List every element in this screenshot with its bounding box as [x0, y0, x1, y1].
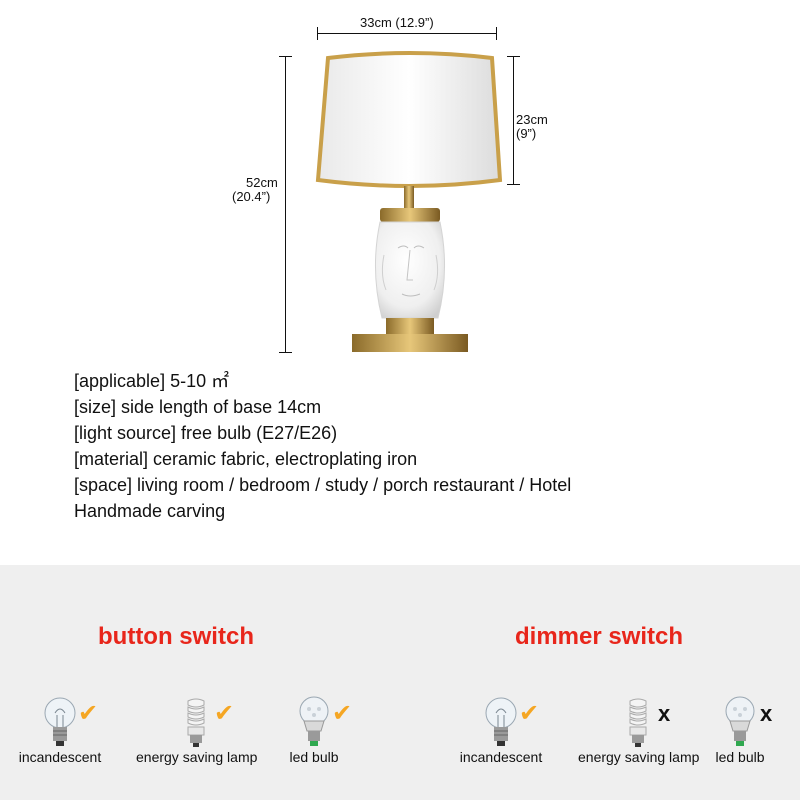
bulb-label-energy-saving: energy saving lamp [136, 749, 258, 765]
button-incandescent-item: ✔ incandescent [0, 685, 120, 765]
spec-space: [space] living room / bedroom / study / … [74, 475, 572, 495]
dimmer-led-item: x led bulb [680, 685, 800, 765]
button-led-item: ✔ led bulb [254, 685, 374, 765]
led-bulb-icon [299, 696, 329, 746]
width-dimension-line [318, 33, 496, 34]
unsupported-cross-icon: x [760, 701, 773, 726]
width-dimension-tick-left [317, 27, 318, 40]
dimmer-switch-title: dimmer switch [515, 623, 684, 650]
dimmer-energy-saving-item: x energy saving lamp [578, 685, 700, 765]
bulb-label-led: led bulb [715, 749, 765, 765]
supported-check-icon: ✔ [519, 700, 540, 727]
bulb-label-incandescent: incandescent [18, 749, 102, 765]
led-bulb-icon [725, 696, 755, 746]
incandescent-bulb-icon [44, 697, 76, 746]
shade-height-tick-top [507, 56, 520, 57]
dimmer-incandescent-item: ✔ incandescent [441, 685, 561, 765]
spec-list: [applicable] 5-10 ㎡ [size] side length o… [74, 368, 571, 524]
button-energy-saving-item: ✔ energy saving lamp [136, 685, 258, 765]
cfl-bulb-icon [629, 698, 647, 747]
shade-height-tick-bottom [507, 184, 520, 185]
spec-size: [size] side length of base 14cm [74, 397, 322, 417]
spec-light-source: [light source] free bulb (E27/E26) [74, 423, 338, 443]
shade-height-label-cm: 23cm [516, 112, 548, 127]
bulb-label-energy-saving: energy saving lamp [578, 749, 700, 765]
unsupported-cross-icon: x [658, 701, 671, 726]
width-dimension-tick-right [496, 27, 497, 40]
total-height-dimension-line [285, 56, 286, 352]
shade-height-label-in: (9”) [516, 126, 537, 141]
total-height-tick-bottom [279, 352, 292, 353]
width-dimension-label: 33cm (12.9”) [360, 15, 434, 30]
incandescent-bulb-icon [485, 697, 517, 746]
total-height-tick-top [279, 56, 292, 57]
supported-check-icon: ✔ [214, 700, 235, 727]
button-switch-title: button switch [98, 623, 254, 650]
spec-material: [material] ceramic fabric, electroplatin… [74, 449, 418, 469]
spec-handmade: Handmade carving [74, 501, 226, 521]
spec-applicable: [applicable] 5-10 ㎡ [74, 371, 230, 391]
shade-height-dimension-line [513, 56, 514, 184]
supported-check-icon: ✔ [332, 700, 353, 727]
supported-check-icon: ✔ [78, 700, 99, 727]
total-height-label-cm: 52cm [246, 175, 278, 190]
table-lamp-image [315, 51, 503, 352]
cfl-bulb-icon [187, 698, 205, 747]
bulb-label-incandescent: incandescent [459, 749, 543, 765]
switch-compatibility-panel: button switch dimmer switch ✔ incandesce… [0, 565, 800, 800]
bulb-label-led: led bulb [289, 749, 339, 765]
total-height-label-in: (20.4”) [232, 189, 271, 204]
